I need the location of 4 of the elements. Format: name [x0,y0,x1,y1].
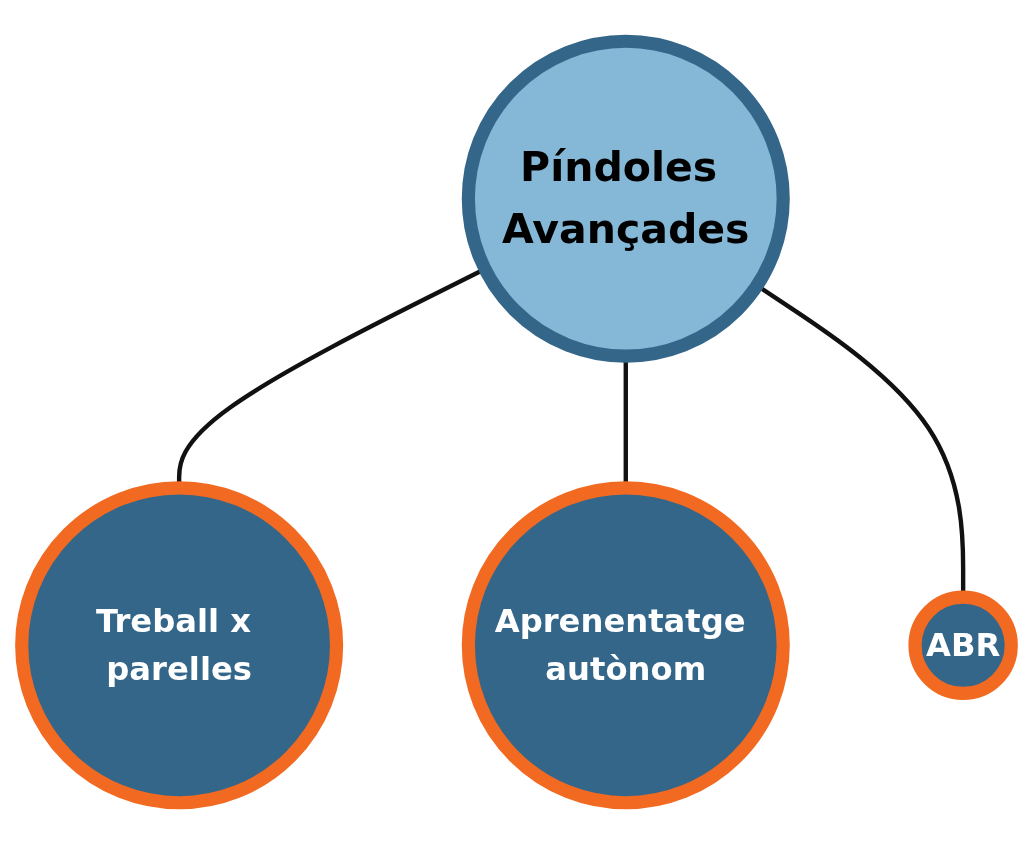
node-circle: ABR [908,590,1018,701]
node-circle: Píndoles Avançades [461,34,790,363]
node-circle: Aprenentatge autònom [461,481,790,810]
node-circle: Treball x parelles [15,481,344,810]
